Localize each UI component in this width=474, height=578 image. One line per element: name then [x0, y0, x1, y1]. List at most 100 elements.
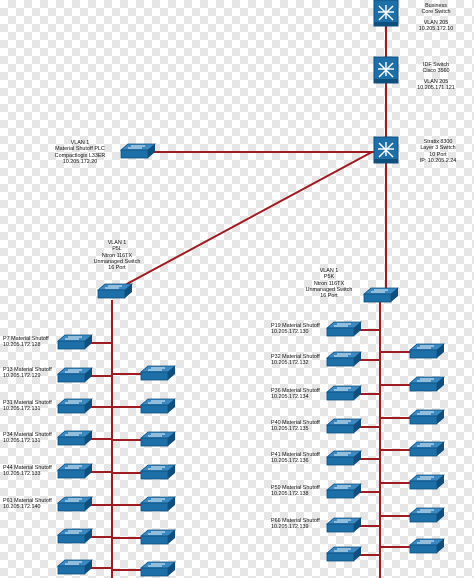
workgroup-switch-icon	[325, 321, 363, 337]
device-name: P7 Material Shutoff	[3, 336, 49, 342]
workgroup-switch-icon	[408, 409, 446, 425]
workgroup-switch-icon	[408, 538, 446, 554]
layer3-switch-icon	[373, 56, 399, 84]
right-device-label: P36 Material Shutoff 10.205.172.134	[271, 388, 320, 401]
workgroup-switch-icon	[408, 441, 446, 457]
device-name: P59 Material Shutoff	[271, 485, 320, 491]
workgroup-switch-icon	[56, 398, 94, 414]
device-name: P34 Material Shutoff	[3, 432, 52, 438]
p5l-ports: 16 Port	[108, 265, 126, 272]
workgroup-switch-icon	[139, 365, 177, 381]
workgroup-switch-icon	[139, 496, 177, 512]
p5k-model: Ntron 116TX	[313, 280, 345, 287]
stratix-switch-title: Stratix 8300	[423, 139, 453, 145]
left-device-label: P7 Material Shutoff 10.205.172.128	[3, 336, 49, 349]
device-ip: 10.205.172.131	[3, 438, 41, 445]
device-name: P36 Material Shutoff	[271, 388, 320, 394]
left-device-label: P13 Material Shutoff 10.205.172.129	[3, 367, 52, 380]
right-device-label: P59 Material Shutoff 10.205.172.138	[271, 485, 320, 498]
left-device-label: P61 Material Shutoff 10.205.172.140	[3, 498, 52, 511]
p5l-vlan: VLAN 1	[107, 240, 127, 246]
device-ip: 10.205.172.133	[3, 471, 41, 478]
workgroup-switch-icon	[408, 474, 446, 490]
workgroup-switch-icon	[139, 561, 177, 577]
device-ip: 10.205.172.129	[3, 373, 41, 380]
stratix-switch-label: Stratix 8300 Layer 3 Switch 10 Port IP: …	[408, 139, 468, 164]
right-device-label: P32 Material Shutoff 10.205.172.132	[271, 354, 320, 367]
workgroup-switch-icon	[408, 376, 446, 392]
device-name: P19 Material Shutoff	[271, 323, 320, 329]
device-name: P13 Material Shutoff	[3, 367, 52, 373]
workgroup-switch-icon	[139, 398, 177, 414]
p5l-title: P5L	[112, 246, 122, 253]
idf-switch-title: IDF Switch	[422, 62, 450, 68]
device-name: P32 Material Shutoff	[271, 354, 320, 360]
workgroup-switch-icon	[325, 385, 363, 401]
workgroup-switch-icon	[56, 430, 94, 446]
plc-vlan: VLAN 1	[70, 140, 90, 146]
idf-switch-vlan: VLAN 205	[423, 78, 449, 85]
workgroup-switch-icon	[139, 529, 177, 545]
workgroup-switch-icon	[325, 351, 363, 367]
network-link	[111, 151, 373, 293]
left-device-label: P34 Material Shutoff 10.205.172.131	[3, 432, 52, 445]
p5l-type: Unmanaged Switch	[93, 258, 141, 265]
right-device-label: P66 Material Shutoff 10.205.172.139	[271, 518, 320, 531]
workgroup-switch-icon	[56, 528, 94, 544]
business-core-subtitle: Core Switch	[421, 9, 451, 16]
device-ip: 10.205.172.140	[3, 504, 41, 511]
workgroup-switch-icon	[325, 517, 363, 533]
device-ip: 10.205.172.139	[271, 524, 309, 531]
workgroup-switch-icon	[139, 464, 177, 480]
idf-switch-label: IDF Switch Cisco 3560 VLAN 205 10.205.17…	[408, 62, 464, 91]
p5k-vlan: VLAN 1	[319, 268, 339, 274]
device-ip: 10.205.172.132	[271, 360, 309, 367]
idf-switch-ip: 10.205.171.121	[417, 84, 455, 91]
device-ip: 10.205.172.135	[271, 426, 309, 433]
device-ip: 10.205.172.128	[3, 342, 41, 349]
left-device-label: P31 Material Shutoff 10.205.172.131	[3, 400, 52, 413]
workgroup-switch-icon	[56, 367, 94, 383]
p5k-ports: 16 Port	[320, 293, 338, 300]
device-name: P61 Material Shutoff	[3, 498, 52, 504]
device-name: P66 Material Shutoff	[271, 518, 320, 524]
workgroup-switch-icon	[56, 496, 94, 512]
idf-switch-model: Cisco 3560	[422, 68, 450, 75]
layer3-switch-icon	[373, 136, 399, 164]
left-device-label: P44 Material Shutoff 10.205.172.133	[3, 465, 52, 478]
device-ip: 10.205.172.131	[3, 406, 41, 413]
p5l-switch-label: VLAN 1 P5L Ntron 116TX Unmanaged Switch …	[86, 240, 148, 271]
plc-label: VLAN 1 Material Shutoff PLC Compactlogix…	[46, 140, 114, 165]
device-ip: 10.205.172.134	[271, 394, 309, 401]
workgroup-switch-icon	[362, 287, 400, 303]
plc-title: Material Shutoff PLC	[55, 146, 105, 153]
device-ip: 10.205.172.136	[271, 458, 309, 465]
business-core-title: Business	[425, 3, 447, 9]
workgroup-switch-icon	[56, 334, 94, 350]
right-device-label: P19 Material Shutoff 10.205.172.130	[271, 323, 320, 336]
device-ip: 10.205.172.130	[271, 329, 309, 336]
workgroup-switch-icon	[408, 343, 446, 359]
stratix-switch-type: Layer 3 Switch	[420, 145, 456, 152]
plc-ip: 10.205.172.20	[62, 158, 98, 165]
workgroup-switch-icon	[325, 483, 363, 499]
p5k-type: Unmanaged Switch	[305, 286, 353, 293]
workgroup-switch-icon	[325, 450, 363, 466]
device-name: P44 Material Shutoff	[3, 465, 52, 471]
device-name: P41 Material Shutoff	[271, 452, 320, 458]
right-device-label: P40 Material Shutoff 10.205.172.135	[271, 420, 320, 433]
device-name: P40 Material Shutoff	[271, 420, 320, 426]
workgroup-switch-icon	[56, 463, 94, 479]
device-name: P31 Material Shutoff	[3, 400, 52, 406]
stratix-switch-ports: 10 Port	[429, 151, 447, 158]
layer3-switch-icon	[373, 0, 399, 27]
business-core-ip: 10.205.172.10	[418, 25, 454, 32]
workgroup-switch-icon	[96, 283, 134, 299]
plc-model: Compactlogix L33ER	[54, 152, 106, 159]
workgroup-switch-icon	[56, 559, 94, 575]
device-ip: 10.205.172.138	[271, 491, 309, 498]
business-core-vlan: VLAN 205	[423, 19, 449, 26]
workgroup-switch-icon	[325, 418, 363, 434]
